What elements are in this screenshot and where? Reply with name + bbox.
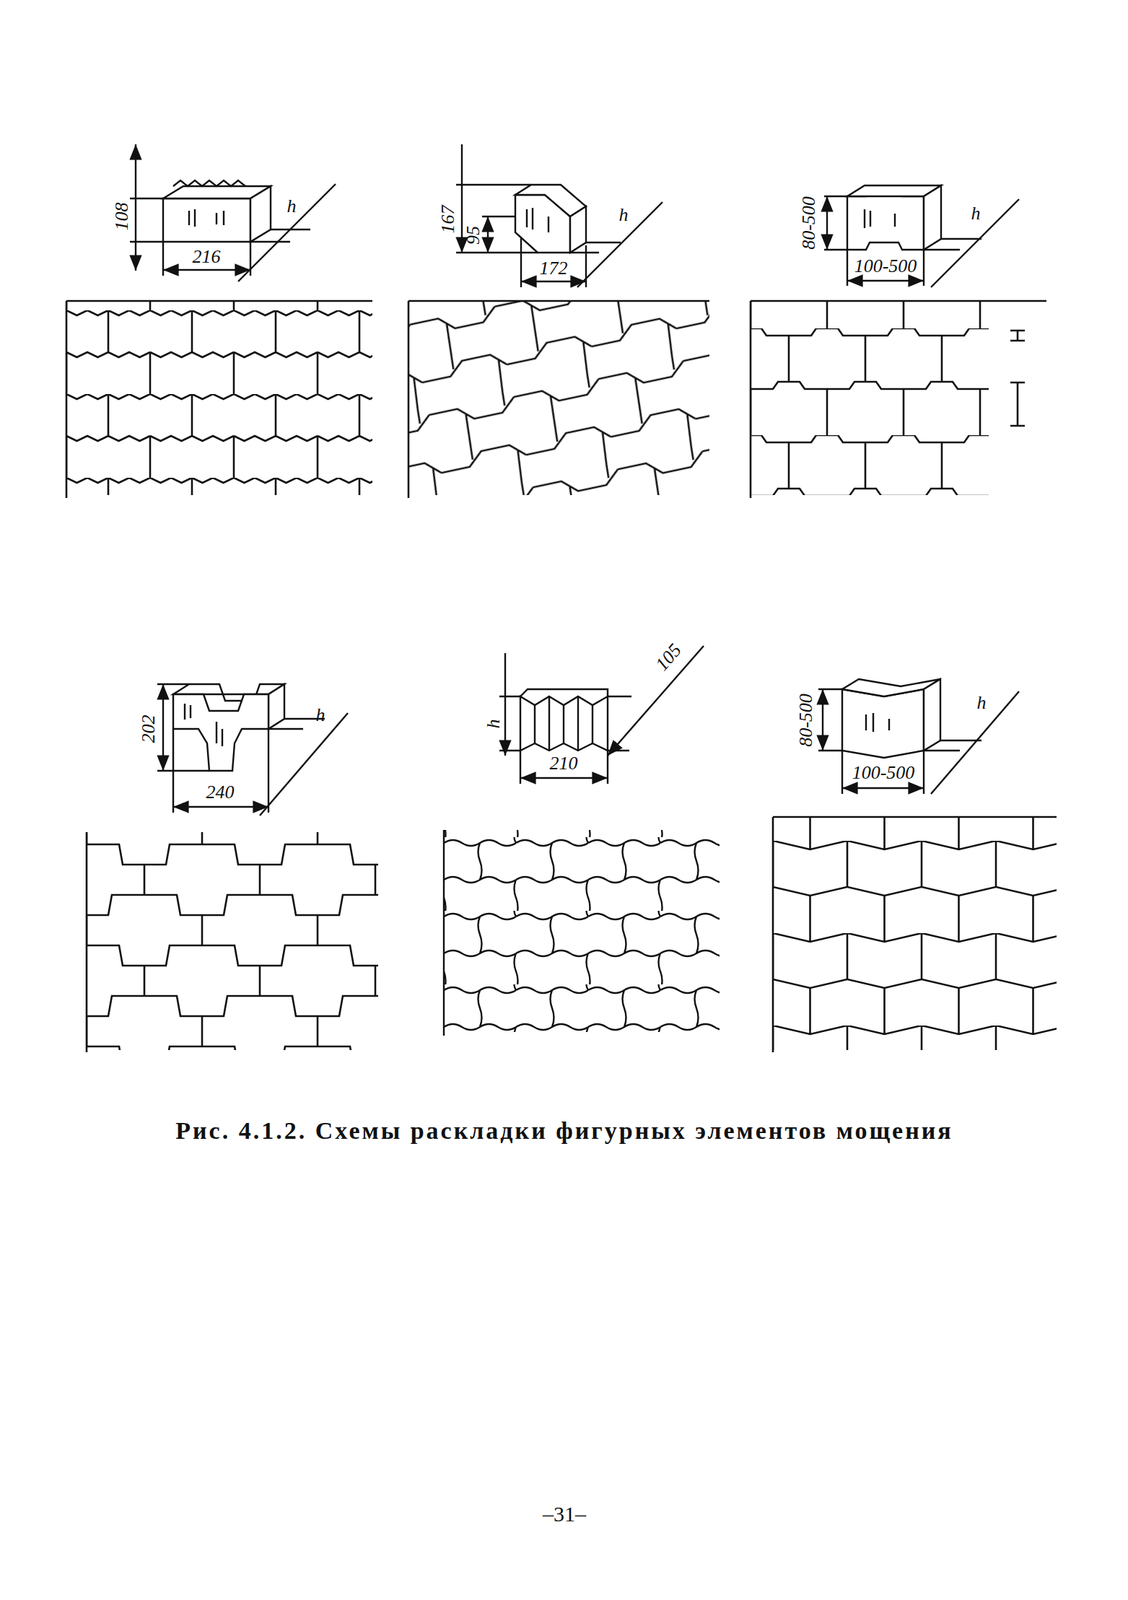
dimension-label: h xyxy=(971,204,981,224)
drawing-stroke xyxy=(443,829,720,1033)
dimension-label: 105 xyxy=(651,640,685,675)
block-sketch-4 xyxy=(157,684,348,816)
drawing-stroke xyxy=(408,300,710,498)
drawing-stroke xyxy=(238,184,336,282)
drawing-stroke xyxy=(923,679,941,751)
block-sketch-2 xyxy=(456,144,663,288)
block-sketch-1 xyxy=(129,144,336,282)
dimension-label: 210 xyxy=(549,754,579,773)
dimension-label: h xyxy=(977,693,987,713)
drawing-stroke xyxy=(173,806,269,808)
drawing-stroke xyxy=(570,206,587,253)
dimension-label: h xyxy=(316,705,326,725)
dimension-label: 108 xyxy=(111,202,131,231)
drawing-stroke xyxy=(842,787,924,789)
drawing-stroke xyxy=(1010,330,1025,426)
drawing-stroke xyxy=(847,189,924,250)
drawing-stroke xyxy=(520,689,608,751)
drawing-stroke xyxy=(521,238,587,288)
drawing-stroke xyxy=(526,207,549,233)
drawing-stroke xyxy=(268,684,285,729)
drawing-stroke xyxy=(515,184,587,217)
drawing-stroke xyxy=(487,216,489,253)
drawing-stroke xyxy=(456,184,538,253)
drawing-stroke xyxy=(408,300,710,496)
drawing-stroke xyxy=(461,144,463,253)
drawing-stroke xyxy=(826,196,828,250)
drawing-stroke xyxy=(520,777,608,779)
dimension-label: 80-500 xyxy=(799,196,819,250)
drawing-stroke xyxy=(520,750,608,784)
drawing-stroke xyxy=(504,653,506,756)
drawing-stroke xyxy=(482,215,516,218)
drawing-stroke xyxy=(847,249,924,286)
paving-panel-1 xyxy=(66,300,373,498)
drawing-stroke xyxy=(259,713,348,816)
dimension-label: 202 xyxy=(138,715,158,744)
drawing-stroke xyxy=(250,186,271,242)
paving-panel-4 xyxy=(86,832,379,1053)
paving-panel-3 xyxy=(750,300,1047,498)
dimension-label: 216 xyxy=(192,247,221,267)
drawing-stroke xyxy=(66,300,373,496)
dimension-label: 167 xyxy=(438,205,457,234)
drawing-stroke xyxy=(184,703,223,747)
drawing-stroke xyxy=(930,199,1020,288)
drawing-stroke xyxy=(173,728,269,813)
drawing-stroke xyxy=(866,713,890,732)
dimension-label: 240 xyxy=(206,783,235,802)
drawing-stroke xyxy=(772,816,1057,1051)
block-sketch-3 xyxy=(824,185,1020,288)
block-sketch-6 xyxy=(818,679,1020,794)
drawing-stroke xyxy=(162,684,164,771)
drawing-stroke xyxy=(163,198,251,242)
drawing-stroke xyxy=(129,198,164,242)
drawing-stroke xyxy=(824,196,848,250)
drawing-stroke xyxy=(577,202,663,288)
drawing-stroke xyxy=(521,280,587,283)
drawing-stroke xyxy=(157,684,210,771)
drawing-stroke xyxy=(134,144,137,271)
page-number: –31– xyxy=(542,1503,587,1525)
drawing-stroke xyxy=(163,241,251,276)
drawing-stroke xyxy=(750,300,1047,498)
dimension-label: 100-500 xyxy=(852,763,916,783)
dimension-label: h xyxy=(483,719,503,729)
drawing-stroke xyxy=(818,689,843,751)
drawing-stroke xyxy=(443,829,445,1036)
drawing-stroke xyxy=(85,832,89,1053)
drawing-stroke xyxy=(842,689,924,758)
dimension-label: 172 xyxy=(539,259,568,278)
paving-panel-2 xyxy=(408,300,710,498)
drawing-stroke xyxy=(842,750,924,794)
paving-panel-5 xyxy=(443,829,720,1036)
drawing-stroke xyxy=(163,269,251,271)
drawing-stroke xyxy=(772,816,1057,1053)
dimension-label: 100-500 xyxy=(854,256,918,276)
drawing-stroke xyxy=(822,689,824,751)
dimension-label: h xyxy=(287,197,297,216)
drawing-stroke xyxy=(66,300,373,498)
dimension-label: 95 xyxy=(464,225,483,245)
drawing-stroke xyxy=(86,832,379,1051)
drawing-stroke xyxy=(750,300,989,496)
drawing-stroke xyxy=(864,209,895,229)
drawing-stroke xyxy=(930,691,1020,794)
drawing-stroke xyxy=(847,280,924,282)
drawing-stroke xyxy=(923,185,942,250)
dimension-label: 80-500 xyxy=(796,693,816,747)
dimension-label: h xyxy=(619,205,629,225)
paving-panel-6 xyxy=(772,816,1057,1053)
figure-caption: Рис. 4.1.2. Схемы раскладки фигурных эле… xyxy=(175,1117,954,1144)
drawing-stroke xyxy=(173,694,269,771)
drawing-stroke xyxy=(173,180,246,227)
